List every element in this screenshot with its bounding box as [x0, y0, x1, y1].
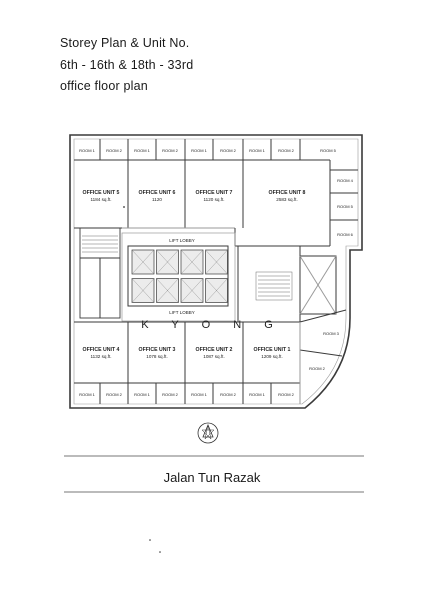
lift-car-cross [156, 249, 179, 275]
street-name: Jalan Tun Razak [163, 470, 261, 485]
room-label: ROOM 2 [106, 392, 123, 397]
office-unit-3-area: 1078 sq.ft. [146, 354, 167, 359]
room-label: ROOM 2 [278, 392, 295, 397]
stair-left [82, 235, 118, 253]
office-unit-7-area: 1120 sq.ft. [203, 197, 224, 202]
compass-icon [197, 422, 219, 444]
room-label: ROOM 4 [337, 178, 354, 183]
room-label: ROOM 1 [191, 392, 208, 397]
office-unit-3-label: OFFICE UNIT 3 [139, 347, 176, 353]
lift-car-cross [156, 278, 179, 303]
dot [149, 539, 151, 541]
room-label: ROOM 6 [337, 232, 354, 237]
office-unit-6-area: 1120 [152, 197, 162, 202]
office-unit-7-label: OFFICE UNIT 7 [196, 190, 233, 196]
lift-car-cross [180, 249, 204, 275]
room-label: ROOM 1 [191, 148, 208, 153]
lift-cars [131, 249, 228, 303]
room-label: ROOM 1 [79, 392, 96, 397]
office-unit-4-area: 1132 sq.ft. [90, 354, 111, 359]
plan-subtitle: office floor plan [60, 79, 148, 93]
room-label: ROOM 1 [249, 148, 266, 153]
dot [159, 551, 161, 553]
room-label: ROOM 1 [134, 148, 151, 153]
dot [123, 206, 125, 208]
lift-car-cross [131, 278, 155, 303]
office-unit-1-area: 1209 sq.ft. [261, 354, 282, 359]
office-unit-8-area: 2583 sq.ft. [276, 197, 297, 202]
lift-car-cross [131, 249, 155, 275]
room-label: ROOM 2 [106, 148, 123, 153]
room-label: ROOM 2 [162, 392, 179, 397]
inner-wall [73, 138, 359, 405]
room-label: ROOM 1 [79, 148, 96, 153]
room-label: ROOM 2 [278, 148, 295, 153]
room-label: ROOM 1 [134, 392, 151, 397]
outer-wall [69, 134, 363, 409]
office-unit-1-label: OFFICE UNIT 1 [254, 347, 291, 353]
lift-lobby-top: LIFT LOBBY [169, 238, 194, 243]
office-unit-2-area: 1087 sq.ft. [203, 354, 224, 359]
office-unit-4-label: OFFICE UNIT 4 [83, 347, 120, 353]
floor-range: 6th - 16th & 18th - 33rd [60, 58, 194, 72]
room-label: ROOM 1 [249, 392, 266, 397]
plan-title: Storey Plan & Unit No. [60, 36, 190, 50]
lift-car-cross [205, 249, 228, 275]
room-label: ROOM 5 [337, 204, 354, 209]
office-unit-5-area: 1184 sq.ft. [90, 197, 111, 202]
room-label: ROOM 3 [323, 331, 340, 336]
lift-car-cross [180, 278, 204, 303]
lift-car-cross [205, 278, 228, 303]
office-unit-2-label: OFFICE UNIT 2 [196, 347, 233, 353]
room-label: ROOM 2 [309, 366, 326, 371]
room-label: ROOM 2 [220, 148, 237, 153]
room-label: ROOM 5 [320, 148, 337, 153]
office-unit-5-label: OFFICE UNIT 5 [83, 190, 120, 196]
room-label: ROOM 2 [220, 392, 237, 397]
watermark: K Y O N G [141, 319, 283, 331]
room-label: ROOM 2 [162, 148, 179, 153]
lift-lobby-bottom: LIFT LOBBY [169, 310, 194, 315]
stair-right [255, 271, 293, 301]
office-unit-8-label: OFFICE UNIT 8 [269, 190, 306, 196]
office-unit-6-label: OFFICE UNIT 6 [139, 190, 176, 196]
